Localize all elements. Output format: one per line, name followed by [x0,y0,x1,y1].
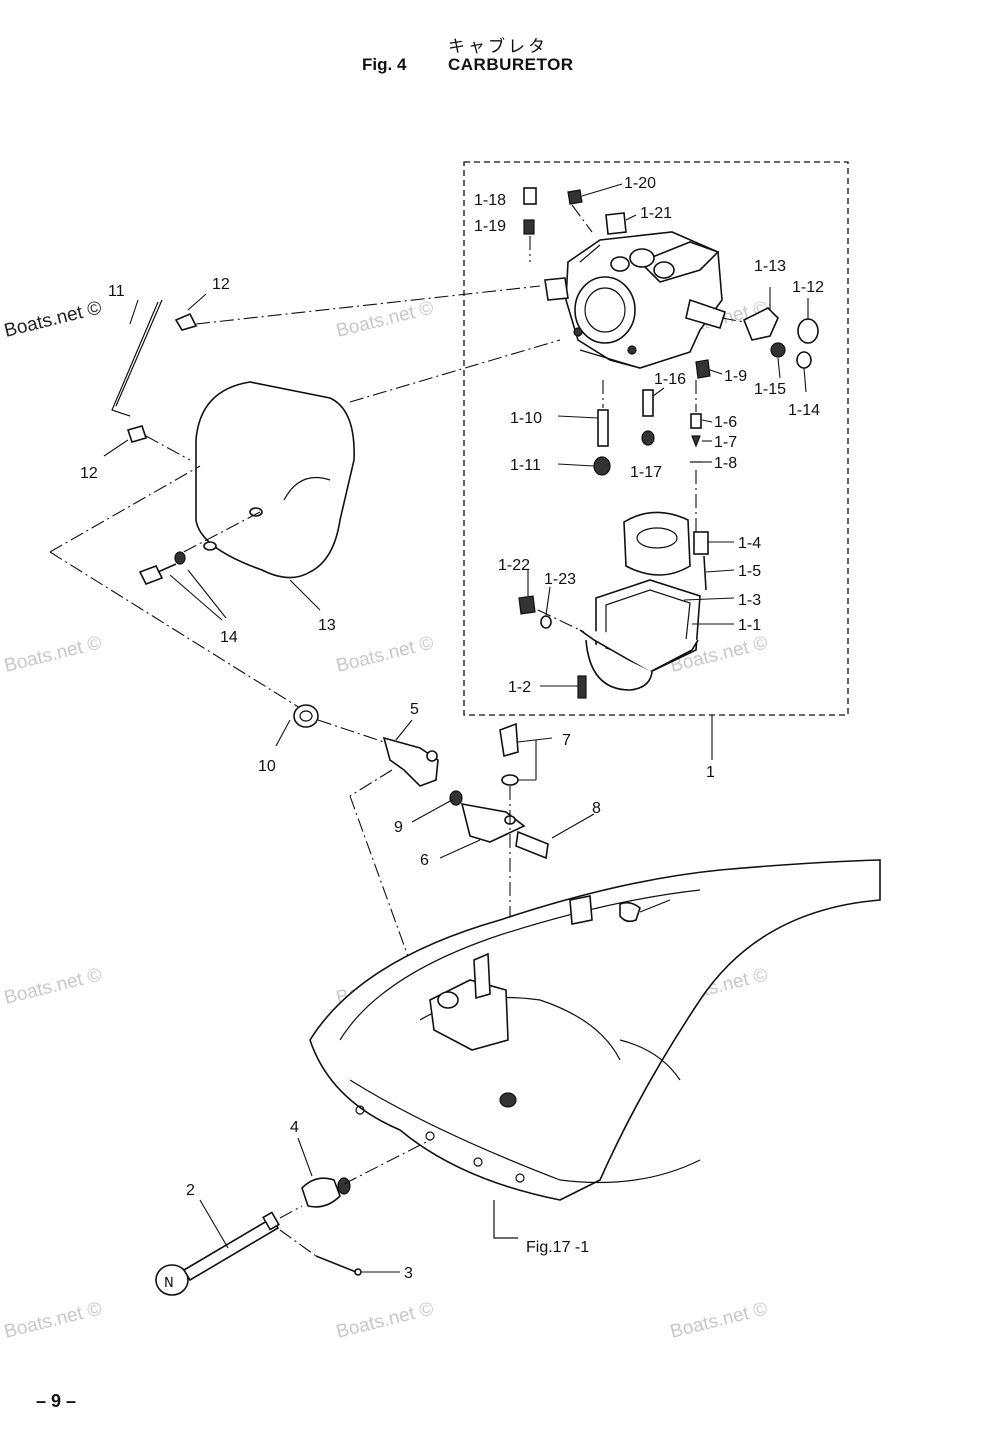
float-chamber [518,570,735,699]
callout-13: 13 [318,617,336,634]
watermark: Boats.net © [2,632,104,676]
watermark: Boats.net © [2,297,104,341]
callout-12-top: 12 [212,276,230,293]
callout-8: 8 [592,800,601,817]
callout-1-21: 1-21 [640,205,672,222]
callout-1-4: 1-4 [738,535,761,552]
callout-1-19: 1-19 [474,218,506,235]
callout-1-16: 1-16 [654,371,686,388]
bottom-cowl [309,859,881,1239]
jets-and-needle [557,359,723,540]
callout-7: 7 [562,732,571,749]
float [623,511,735,591]
watermark: Boats.net © [2,1298,104,1342]
callout-1-1: 1-1 [738,617,761,634]
watermark: Boats.net © [2,964,104,1008]
assembly-line [349,339,561,403]
figure-title: CARBURETOR [448,55,574,74]
page-number: – 9 – [36,1391,77,1411]
choke-rod [103,285,541,461]
callout-1-23: 1-23 [544,571,576,588]
callout-1-2: 1-2 [508,679,531,696]
air-silencer [175,381,355,611]
choke-knob-assembly: N [155,1137,431,1296]
callout-1-17: 1-17 [630,464,662,481]
callout-3: 3 [404,1265,413,1282]
callout-6: 6 [420,852,429,869]
callout-1-20: 1-20 [624,175,656,192]
callout-1-14: 1-14 [788,402,820,419]
callout-1-5: 1-5 [738,563,761,580]
fuel-inlet-parts [721,287,819,393]
callout-10: 10 [258,758,276,775]
callout-1-22: 1-22 [498,557,530,574]
callout-1-10: 1-10 [510,410,542,427]
callout-1-6: 1-6 [714,414,737,431]
figure-number: Fig. 4 [362,55,407,74]
callout-5: 5 [410,701,419,718]
callout-11: 11 [108,283,125,300]
callout-1-3: 1-3 [738,592,761,609]
carburetor-screws [523,183,637,262]
callout-2: 2 [186,1182,195,1199]
assembly-line [49,551,301,709]
callout-1-11: 1-11 [510,457,541,474]
callout-12-bottom: 12 [80,465,98,482]
callout-1-13: 1-13 [754,258,786,275]
callout-4: 4 [290,1119,299,1136]
watermark: Boats.net © [668,1298,770,1342]
watermark: Boats.net © [334,1298,436,1342]
callout-9: 9 [394,819,403,836]
japanese-title: キャブレタ [448,37,548,57]
callout-1-8: 1-8 [714,455,737,472]
callout-1-12: 1-12 [792,279,824,296]
watermark-layer: Boats.net © Boats.net © Boats.net © Boat… [2,297,770,1342]
callout-fig17: Fig.17 -1 [526,1239,589,1256]
svg-text:N: N [164,1276,174,1291]
callout-1-7: 1-7 [714,434,737,451]
callout-14: 14 [220,629,238,646]
callout-labels: 1-20 1-18 1-21 1-19 1-13 1-12 1-9 1-15 1… [80,175,824,1282]
silencer-bolt [138,551,227,621]
bracket-plate [411,790,526,859]
bolt-8 [515,813,595,860]
callout-1: 1 [706,764,715,781]
callout-1-9: 1-9 [724,368,747,385]
watermark: Boats.net © [334,632,436,676]
carburetor-assembly-box [463,161,849,716]
assembly-line [49,465,201,553]
carburetor-body [544,231,726,369]
callout-1-18: 1-18 [474,192,506,209]
watermark: Boats.net © [334,297,436,341]
callout-1-15: 1-15 [754,381,786,398]
